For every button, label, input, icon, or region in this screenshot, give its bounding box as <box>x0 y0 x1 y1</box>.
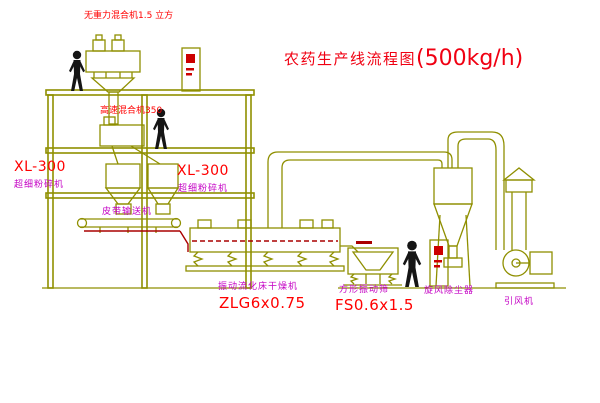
label-mill-left-model: XL-300 <box>14 159 66 175</box>
square-sieve-drawing <box>340 245 402 286</box>
high-speed-mixer-drawing <box>99 116 161 165</box>
title-capacity: (500kg/h) <box>416 46 524 71</box>
worker-figure-ground <box>402 240 422 287</box>
label-sieve-model: FS0.6x1.5 <box>335 296 414 314</box>
label-mill-mid-name: 超细粉碎机 <box>178 184 229 194</box>
label-dryer-model: ZLG6x0.75 <box>219 294 306 312</box>
diagram-title: 农药生产线流程图(500kg/h) <box>284 46 523 71</box>
worker-figure-roof <box>69 50 85 91</box>
feed-line <box>84 230 372 252</box>
label-belt-conveyor: 皮带输送机 <box>102 207 153 217</box>
pulverizer-left-drawing <box>104 163 142 215</box>
fluid-bed-dryer-drawing <box>185 219 345 272</box>
belt-conveyor-drawing <box>76 217 182 233</box>
label-mill-mid-model: XL-300 <box>177 163 229 179</box>
fan-drawing <box>495 249 555 289</box>
pulverizer-mid-drawing <box>146 163 180 215</box>
cyclone-drawing <box>433 131 505 287</box>
label-fan-name: 引风机 <box>504 297 535 307</box>
label-gravity-mixer: 无重力混合机1.5 立方 <box>84 11 174 21</box>
control-cabinet-2 <box>429 239 449 287</box>
label-cyclone-name: 旋风除尘器 <box>424 286 475 296</box>
label-high-speed-mixer: 高速混合机350 <box>100 106 163 116</box>
title-text: 农药生产线流程图 <box>284 50 417 68</box>
exhaust-stack-drawing <box>502 167 536 250</box>
label-mill-left-name: 超细粉碎机 <box>14 180 65 190</box>
control-cabinet-1 <box>181 47 201 92</box>
exhaust-duct-drawing <box>267 151 453 228</box>
label-dryer-name: 振动流化床干燥机 <box>218 282 299 292</box>
label-sieve-name: 方形振动筛 <box>339 285 390 295</box>
gravity-mixer-drawing <box>85 34 141 125</box>
